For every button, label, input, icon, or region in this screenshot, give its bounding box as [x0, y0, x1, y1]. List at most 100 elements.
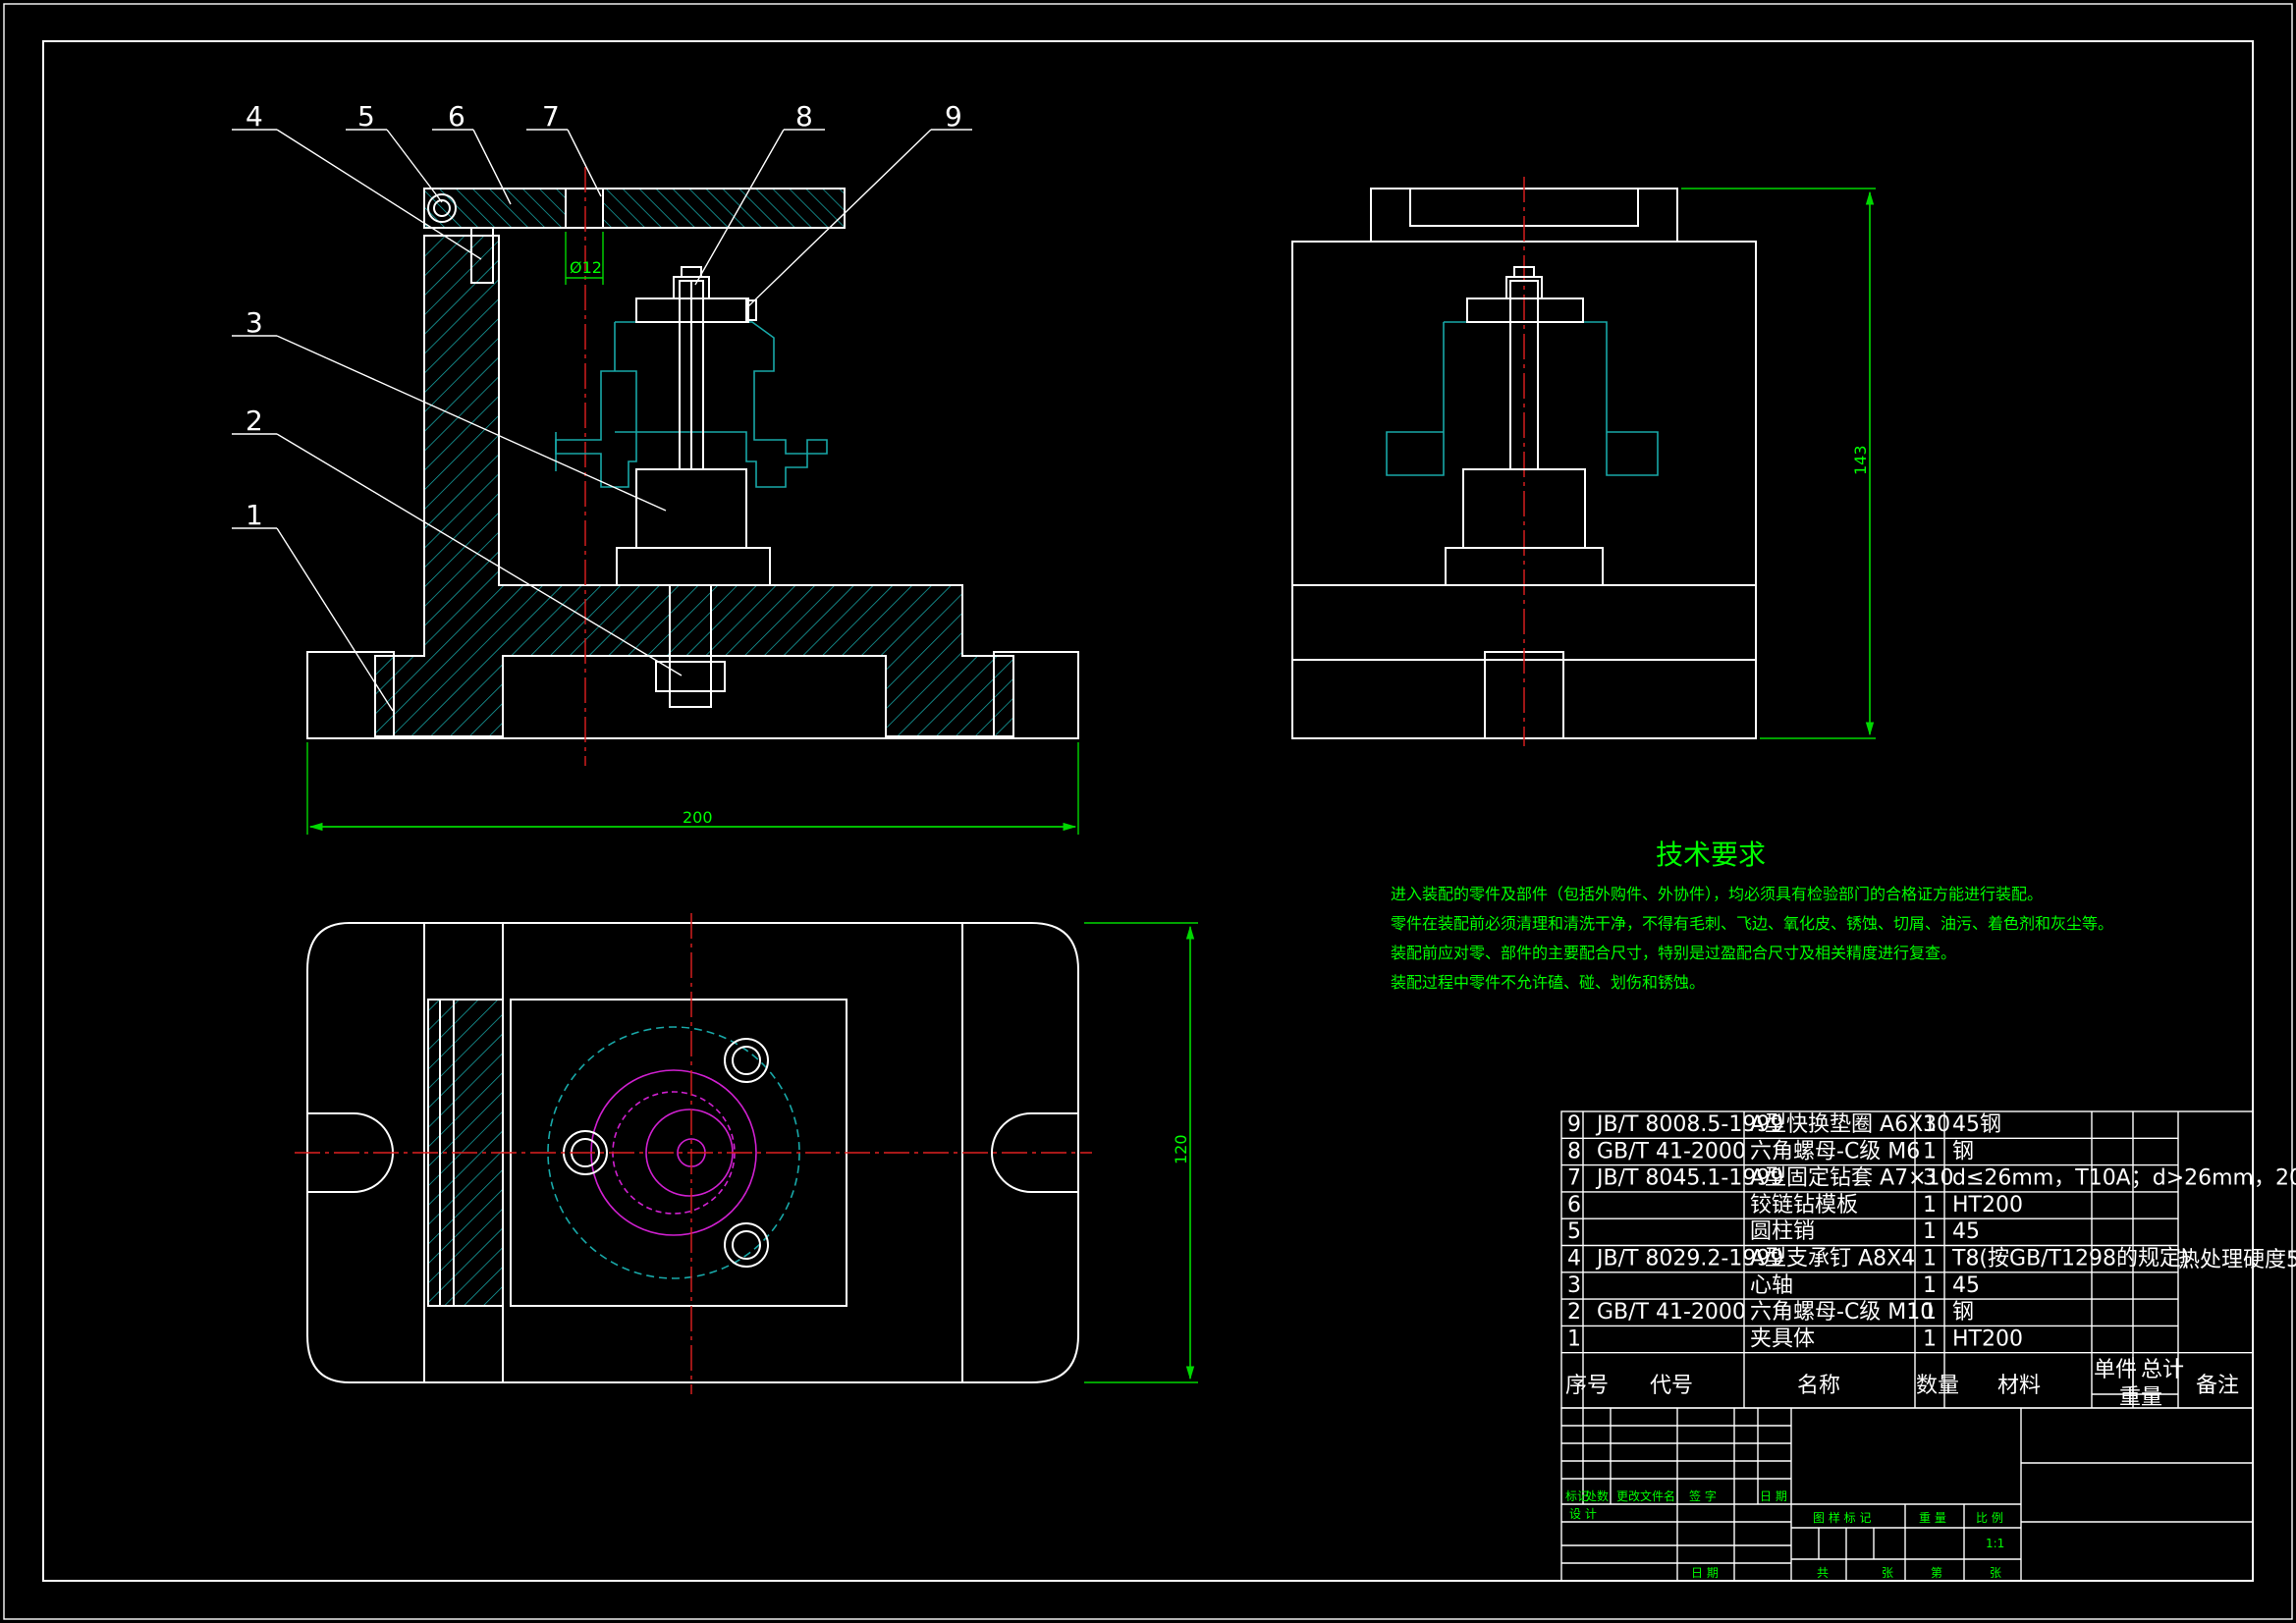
bom-row-qty: 1: [1923, 1247, 1937, 1271]
bom-row-name: A型固定钻套 A7×10: [1750, 1166, 1954, 1191]
balloon-9: 9: [945, 100, 962, 133]
inner-border: [42, 40, 2254, 1582]
rev-mark: 标记: [1565, 1489, 1589, 1503]
scale-value: 1:1: [1986, 1537, 2004, 1550]
bore-dimension: Ø12: [570, 258, 602, 277]
sheets-total: 共: [1817, 1566, 1829, 1580]
balloon-2: 2: [246, 405, 263, 437]
fixture-body: [374, 235, 1014, 737]
bom-row-name: 圆柱销: [1750, 1219, 1815, 1244]
bom-row-no: 4: [1567, 1247, 1581, 1271]
bom-header-total: 总计: [2141, 1358, 2184, 1382]
bom-row-qty: 1: [1923, 1273, 1937, 1298]
balloon-5: 5: [357, 100, 375, 133]
bom-header-no: 序号: [1565, 1374, 1609, 1398]
front-section-view: Ø12 200: [232, 100, 1079, 835]
bom-row-qty: 1: [1923, 1112, 1937, 1137]
bom-row-no: 1: [1567, 1326, 1581, 1351]
rev-count: 处数: [1585, 1488, 1609, 1503]
balloon-8: 8: [795, 100, 813, 133]
bom-row-code: JB/T 8008.5-1999: [1595, 1112, 1783, 1137]
bom-row-name: 六角螺母-C级 M6: [1750, 1139, 1920, 1163]
support-pin: [470, 227, 494, 284]
bom-header-qty: 数量: [1916, 1374, 1959, 1398]
rev-doc: 更改文件名: [1616, 1488, 1675, 1503]
weight-label: 重 量: [1919, 1511, 1946, 1525]
tech-line-1: 进入装配的零件及部件（包括外购件、外协件），均必须具有检验部门的合格证方能进行装…: [1391, 885, 2043, 903]
bom-row-name: A型支承钉 A8X4: [1750, 1247, 1915, 1271]
bom-header-name: 名称: [1797, 1374, 1840, 1398]
bom-row-name: A型快换垫圈 A6X30: [1750, 1112, 1950, 1137]
bom-note-4: 热处理硬度55~60HRC: [2178, 1248, 2296, 1272]
nut-m10: [655, 661, 726, 692]
workpiece: [615, 321, 828, 488]
bom-row-material: 钢: [1952, 1300, 1974, 1325]
bom-row-name: 心轴: [1750, 1273, 1793, 1298]
sheet-unit: 张: [1990, 1566, 2001, 1580]
side-view: 143: [1291, 177, 1876, 746]
stage-label: 图 样 标 记: [1813, 1510, 1871, 1525]
bom-row-no: 2: [1567, 1300, 1581, 1325]
sheets-unit: 张: [1882, 1566, 1893, 1580]
bom-row-qty: 3: [1923, 1166, 1937, 1191]
bom-row-material: d≤26mm，T10A；d>26mm，20钢: [1952, 1166, 2296, 1191]
bushing-hole-3: [724, 1222, 769, 1268]
bom-header-remark: 备注: [2196, 1374, 2239, 1398]
width-dimension: 200: [683, 808, 713, 827]
balloon-labels: 4 5 6 7 8 9 3 2 1: [246, 100, 962, 531]
technical-requirements: 技术要求 进入装配的零件及部件（包括外购件、外协件），均必须具有检验部门的合格证…: [1391, 839, 2113, 992]
bom-row-no: 9: [1567, 1112, 1581, 1137]
top-view: 120: [295, 913, 1198, 1394]
balloon-4: 4: [246, 100, 263, 133]
hinged-drill-plate: [423, 188, 846, 229]
bom-row-qty: 1: [1923, 1300, 1937, 1325]
bushing-hole-1: [724, 1038, 769, 1083]
bom-row-code: GB/T 41-2000: [1597, 1139, 1746, 1163]
balloon-7: 7: [542, 100, 560, 133]
bom-header-material: 材料: [1997, 1374, 2041, 1398]
rev-date: 日 期: [1760, 1489, 1787, 1503]
balloon-6: 6: [448, 100, 465, 133]
tech-line-2: 零件在装配前必须清理和清洗干净，不得有毛刺、飞边、氧化皮、锈蚀、切屑、油污、着色…: [1391, 914, 2113, 933]
drill-bushing: [565, 188, 604, 229]
tech-line-4: 装配过程中零件不允许磕、碰、划伤和锈蚀。: [1391, 973, 1705, 992]
bom-header: 序号 代号 名称 数量 材料 单件 总计 重量 备注: [1565, 1358, 2239, 1410]
bom-row-material: HT200: [1952, 1326, 2023, 1351]
balloon-leaders: [232, 129, 972, 712]
mandrel: [635, 468, 747, 549]
bom-row-no: 5: [1567, 1219, 1581, 1244]
bom-row-no: 3: [1567, 1273, 1581, 1298]
bom-row-qty: 1: [1923, 1193, 1937, 1217]
bom-row-material: 45: [1952, 1219, 1980, 1244]
bom-row-material: 钢: [1952, 1139, 1974, 1163]
scale-label: 比 例: [1976, 1511, 2003, 1525]
bom-row-code: GB/T 41-2000: [1597, 1300, 1746, 1325]
tech-line-3: 装配前应对零、部件的主要配合尺寸，特别是过盈配合尺寸及相关精度进行复查。: [1391, 944, 1956, 962]
sheet-no: 第: [1931, 1566, 1942, 1580]
bom-row-code: JB/T 8045.1-1999: [1595, 1166, 1783, 1191]
bom-row-name: 夹具体: [1750, 1326, 1815, 1351]
bom-row-qty: 1: [1923, 1219, 1937, 1244]
hinge-pin: [427, 193, 457, 223]
outer-border: [3, 3, 2293, 1620]
top-height-dimension: 120: [1172, 1134, 1190, 1164]
bom-row-material: T8(按GB/T1298的规定): [1951, 1247, 2190, 1271]
balloon-1: 1: [246, 499, 263, 531]
rev-sign: 签 字: [1689, 1488, 1717, 1503]
tech-title: 技术要求: [1656, 839, 1766, 871]
bom-row-code: JB/T 8029.2-1999: [1595, 1247, 1783, 1271]
bom-row-name: 铰链钻模板: [1750, 1193, 1858, 1217]
height-dimension: 143: [1851, 445, 1870, 475]
date-label: 日 期: [1691, 1566, 1719, 1580]
bom-row-qty: 1: [1923, 1139, 1937, 1163]
bom-row-material: 45: [1952, 1273, 1980, 1298]
bom-row-material: HT200: [1952, 1193, 2023, 1217]
bom-row-name: 六角螺母-C级 M10: [1750, 1300, 1934, 1325]
bom-header-code: 代号: [1650, 1374, 1693, 1398]
bom-row-no: 7: [1567, 1166, 1581, 1191]
bom-row-no: 6: [1567, 1193, 1581, 1217]
title-block: 标记 处数 更改文件名 签 字 日 期 设 计 日 期 图 样 标 记 重 量 …: [1560, 1407, 2254, 1582]
bom-header-unit: 单件: [2094, 1358, 2137, 1382]
